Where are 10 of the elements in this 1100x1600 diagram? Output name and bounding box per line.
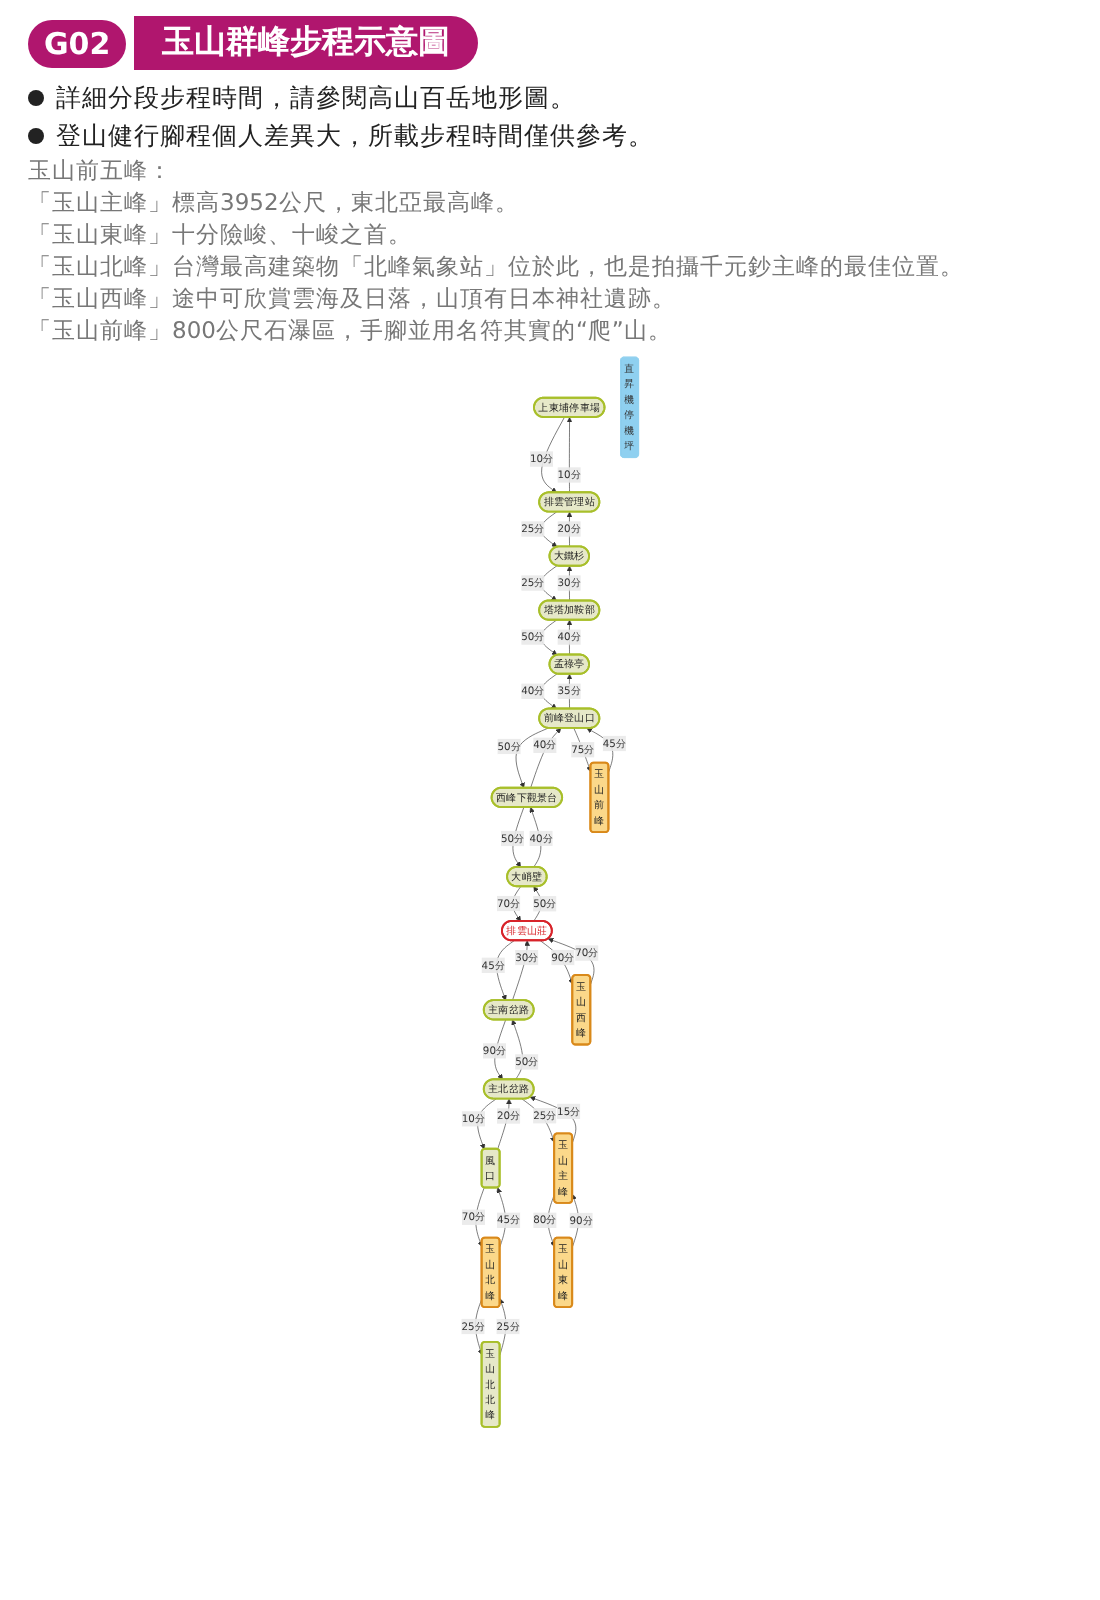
- note-text: 玉山前五峰：: [28, 154, 174, 186]
- bullet-note: 登山健行腳程個人差異大，所載步程時間僅供參考。: [56, 118, 654, 154]
- note-text: 「玉山西峰」途中可欣賞雲海及日落，山頂有日本神社遺跡。: [28, 282, 678, 314]
- note-text: 「玉山東峰」十分險峻、十峻之首。: [28, 218, 414, 250]
- note-text: 「玉山前峰」800公尺石瀑區，手腳並用名符其實的“爬”山。: [28, 314, 674, 346]
- bullet-note: 詳細分段步程時間，請參閱高山百岳地形圖。: [56, 80, 576, 116]
- title: 玉山群峰步程示意圖: [134, 16, 479, 70]
- badge-label: G02: [28, 19, 127, 67]
- note-text: 「玉山北峰」台灣最高建築物「北峰氣象站」位於此，也是拍攝千元鈔主峰的最佳位置。: [28, 250, 966, 282]
- note-text: 「玉山主峰」標高3952公尺，東北亞最高峰。: [28, 186, 521, 218]
